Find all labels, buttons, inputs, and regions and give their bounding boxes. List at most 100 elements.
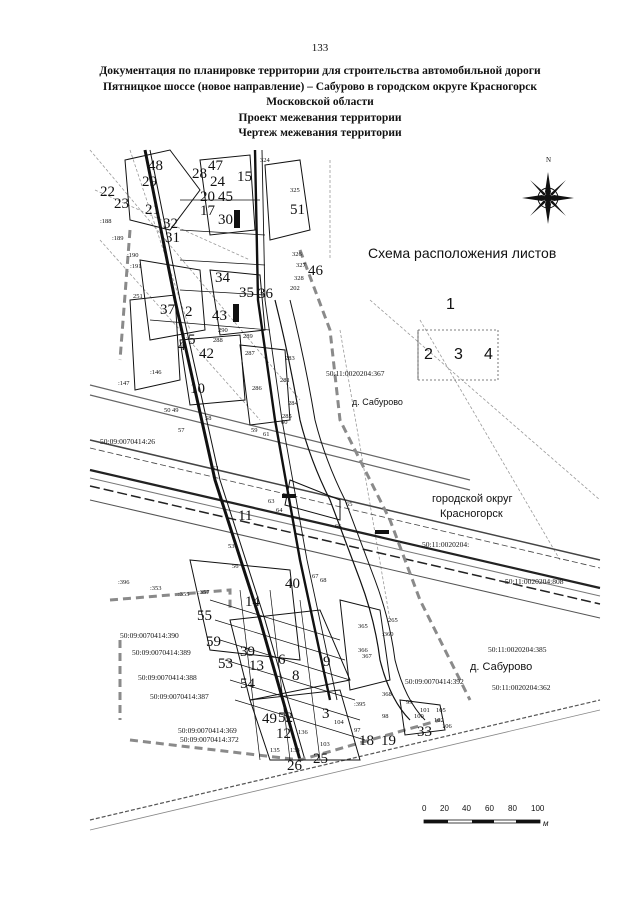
point-label: 99: [406, 699, 413, 706]
cadastral-number: 50:11:0020204:: [422, 540, 469, 549]
plot-label: 13: [249, 658, 264, 674]
point-label: 284: [288, 400, 299, 407]
point-label: 63: [268, 498, 275, 505]
scale-tick-label: 20: [440, 804, 449, 813]
plot-label: 59: [206, 634, 221, 650]
plot-label: 42: [199, 346, 214, 362]
point-label: :355: [178, 591, 190, 598]
plot-label: 25: [313, 751, 328, 767]
point-label: 202: [290, 285, 300, 292]
plot-label: 14: [245, 594, 261, 610]
point-label: 251: [133, 293, 143, 300]
point-label: 290: [218, 327, 228, 334]
point-label: 62: [212, 465, 219, 472]
plot-label: 40: [285, 576, 300, 592]
point-label: 328: [294, 275, 304, 282]
place-labels: д. Сабурово городской округ Красногорск …: [352, 397, 532, 673]
plot-label: 55: [197, 608, 212, 624]
sheet-scheme-frame: [417, 329, 499, 381]
scale-tick-label: 80: [508, 804, 517, 813]
plot-label: 43: [212, 308, 227, 324]
point-label: 326: [292, 251, 303, 258]
point-label: 286: [252, 385, 263, 392]
point-label: 367: [362, 653, 373, 660]
plot-label: 46: [308, 263, 324, 279]
river: [274, 299, 411, 721]
district-label: Красногорск: [440, 508, 503, 520]
header-line-4: Проект межевания территории: [238, 111, 402, 124]
point-label: 100: [414, 713, 424, 720]
document-header: Документация по планировке территории дл…: [40, 64, 600, 142]
cadastral-number: 50:11:0020204:362: [492, 683, 551, 692]
plot-labels-small: :188 :189 :190 :191 :147 :146 324 326 32…: [100, 157, 453, 754]
scale-tick-label: 40: [462, 804, 471, 813]
cadastral-labels: 50:11:0020204:367 50:09:0070414:26 50:11…: [100, 369, 564, 744]
page-number: 133: [311, 42, 329, 54]
plot-label: 35: [239, 285, 254, 301]
point-label: 58: [205, 415, 212, 422]
point-label: 60: [281, 419, 288, 426]
plot-label: 2: [185, 304, 193, 320]
plot-label: 32: [163, 216, 178, 232]
point-label: :395: [354, 701, 366, 708]
header-line-2: Пятницкое шоссе (новое направление) – Са…: [103, 80, 537, 93]
sheet-number-4[interactable]: 4: [484, 346, 493, 363]
sheet-number-3[interactable]: 3: [454, 346, 463, 363]
point-label: 57: [178, 427, 185, 434]
sheet-scheme-title: Схема расположения листов: [368, 245, 557, 261]
plot-label: 20: [200, 189, 215, 205]
plot-label: 26: [287, 758, 303, 774]
sheet-number-1[interactable]: 1: [446, 296, 455, 313]
point-label: 281: [280, 377, 290, 384]
plot-label: 30: [218, 212, 233, 228]
point-label: 97: [354, 727, 361, 734]
object-markers: [233, 210, 389, 534]
point-label: 289: [243, 333, 253, 340]
point-label: :147: [118, 380, 130, 387]
plot-label: 33: [417, 724, 432, 740]
plot-label: 8: [292, 668, 300, 684]
point-label: 68: [320, 577, 327, 584]
point-label: 65: [346, 501, 353, 508]
point-label: :360: [382, 631, 394, 638]
plot-label: 51: [290, 202, 305, 218]
main-road-alignment: [143, 149, 338, 761]
point-label: 56: [232, 563, 239, 570]
scale-tick-label: 0: [422, 804, 427, 813]
cadastral-number: 50:11:0020204:385: [488, 645, 547, 654]
point-label: 368: [382, 691, 392, 698]
plot-label: 15: [237, 169, 252, 185]
plot-label: 28: [192, 166, 207, 182]
point-label: :357: [198, 589, 210, 596]
cadastral-number: 50:09:0070414:389: [132, 648, 191, 657]
point-label: 53: [228, 543, 235, 550]
header-line-1: Документация по планировке территории дл…: [99, 65, 541, 77]
scale-tick-label: 100: [531, 804, 545, 813]
scale-tick-label: 60: [485, 804, 494, 813]
point-label: 135: [270, 747, 280, 754]
point-label: 265: [388, 617, 398, 624]
plot-label: 53: [218, 656, 233, 672]
point-label: 50: [164, 407, 171, 414]
point-label: 64: [276, 507, 283, 514]
plot-label: 54: [240, 676, 256, 692]
plot-label: 22: [100, 184, 115, 200]
point-label: 49: [172, 407, 179, 414]
plot-label: 47: [208, 158, 224, 174]
plot-label: 3: [322, 706, 330, 722]
plot-label: 11: [238, 508, 252, 524]
point-label: 66: [335, 523, 342, 530]
village-label: д. Сабурово: [470, 661, 532, 673]
plot-label: 24: [210, 174, 226, 190]
point-label: 59: [251, 427, 258, 434]
point-label: 133: [290, 747, 300, 754]
point-label: 285: [282, 413, 292, 420]
cadastral-number: 50:09:0070414:388: [138, 673, 197, 682]
plot-label: 19: [381, 733, 396, 749]
rail-corridor: [89, 384, 601, 831]
plot-label: 10: [190, 381, 205, 397]
point-label: 327: [296, 262, 307, 269]
sheet-number-2[interactable]: 2: [424, 346, 433, 363]
plot-label: 49: [262, 711, 277, 727]
